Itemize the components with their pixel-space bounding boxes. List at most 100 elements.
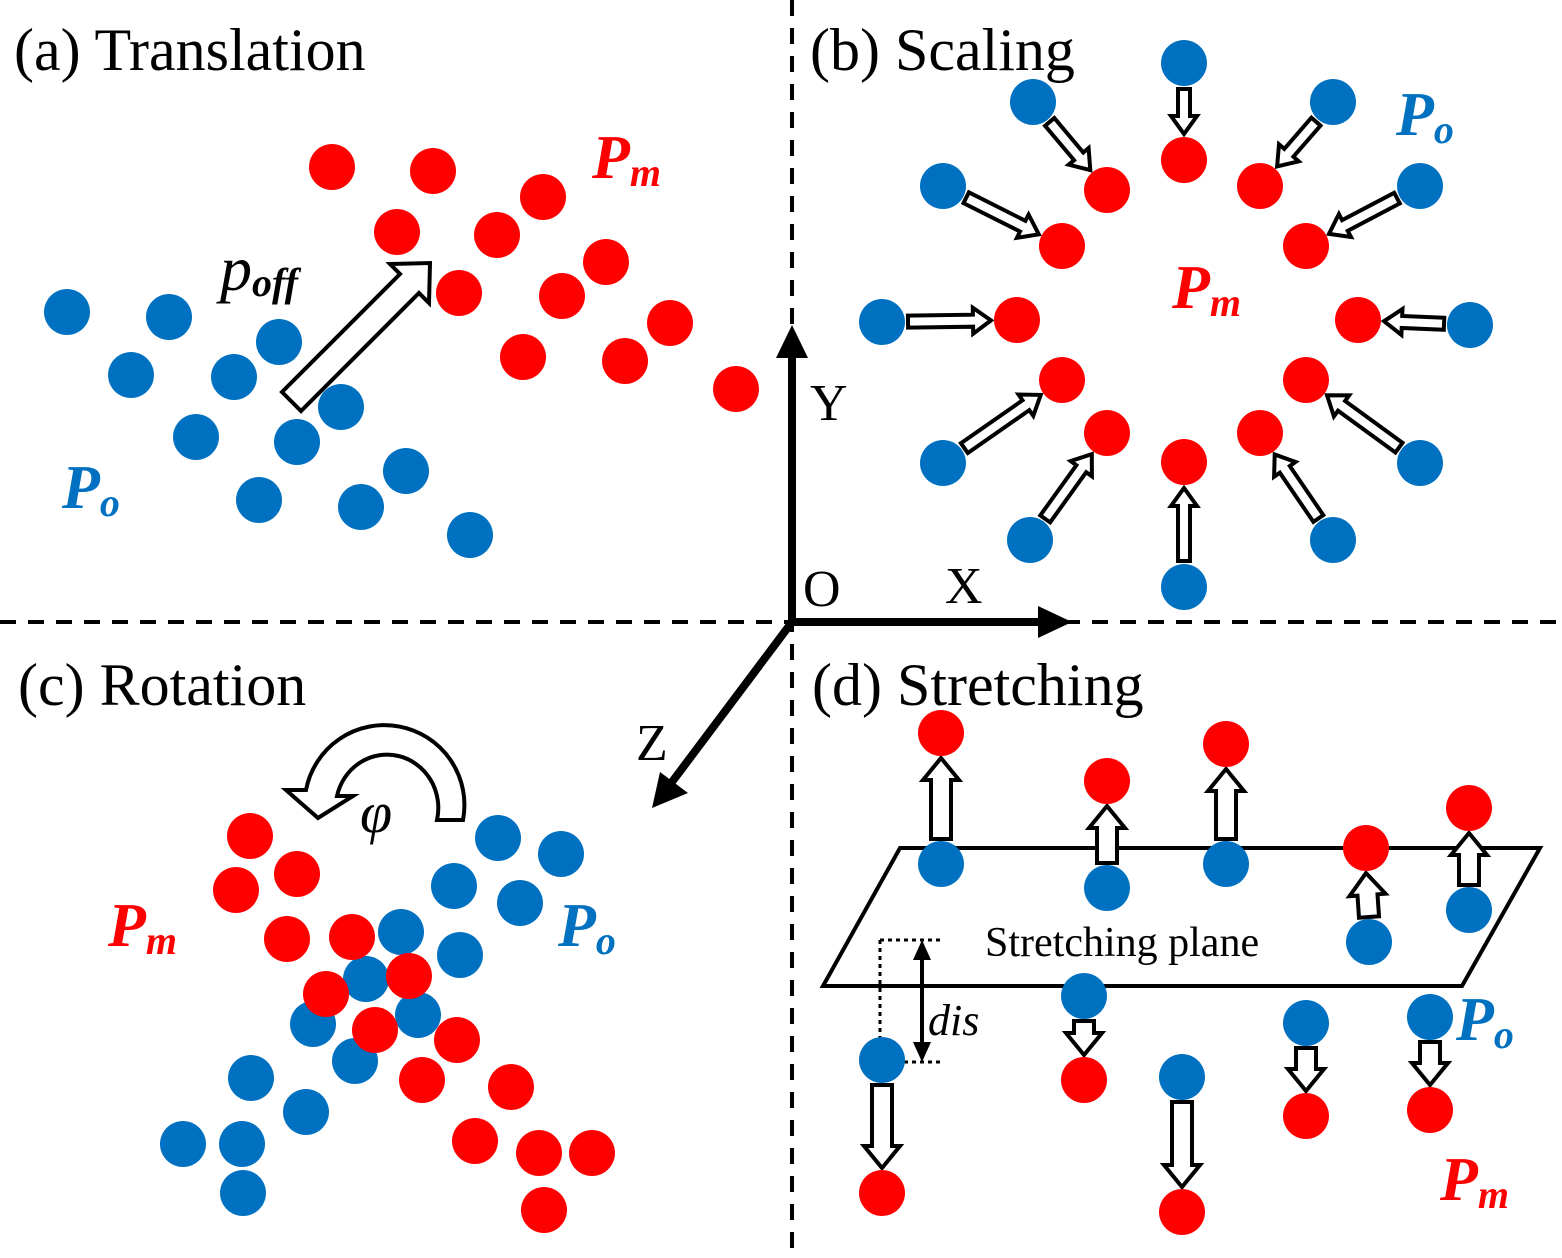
original-point xyxy=(228,1055,274,1101)
moved-point xyxy=(410,148,456,194)
original-point xyxy=(338,484,384,530)
translation-offset-arrow xyxy=(279,260,433,414)
panel-a-pm-label: Pm xyxy=(591,124,661,195)
scaled-point xyxy=(994,297,1040,343)
scaled-point xyxy=(1161,137,1207,183)
panel-d-po-label: Po xyxy=(1455,986,1514,1057)
original-point xyxy=(447,512,493,558)
original-point xyxy=(283,1089,329,1135)
original-point xyxy=(211,354,257,400)
original-point xyxy=(383,448,429,494)
x-axis-arrowhead xyxy=(1038,606,1072,638)
moved-point xyxy=(374,209,420,255)
stretched-point xyxy=(1446,785,1492,831)
moved-point xyxy=(647,300,693,346)
scaling-arrow xyxy=(1380,305,1447,339)
original-point xyxy=(146,294,192,340)
panel-c-points xyxy=(160,813,615,1233)
panel-b-title: (b) Scaling xyxy=(810,17,1075,83)
original-point xyxy=(1161,564,1207,610)
rotated-point xyxy=(264,916,310,962)
scaled-point xyxy=(1039,357,1085,403)
original-point xyxy=(920,163,966,209)
panel-b-points xyxy=(859,40,1493,610)
rotated-point xyxy=(213,867,259,913)
scaling-arrow xyxy=(1042,115,1093,173)
stretching-arrow xyxy=(1407,1040,1453,1089)
scaling-arrow xyxy=(1167,484,1201,563)
stretching-arrow xyxy=(1084,802,1130,865)
original-point xyxy=(1159,1054,1205,1100)
panel-b-po-label: Po xyxy=(1395,81,1454,152)
original-point xyxy=(220,1170,266,1216)
offset-label: poff xyxy=(216,233,302,305)
rotated-point xyxy=(516,1130,562,1176)
stretched-point xyxy=(1283,1093,1329,1139)
rotated-point xyxy=(352,1007,398,1053)
stretched-point xyxy=(1203,721,1249,767)
scaled-point xyxy=(1084,167,1130,213)
stretching-arrow xyxy=(1345,869,1390,920)
original-point xyxy=(1084,865,1130,911)
original-point xyxy=(1446,887,1492,933)
original-point xyxy=(859,299,905,345)
original-point xyxy=(497,880,543,926)
original-point xyxy=(1447,302,1493,348)
scaled-point xyxy=(1084,410,1130,456)
moved-point xyxy=(583,239,629,285)
moved-point xyxy=(474,212,520,258)
stretching-arrow xyxy=(1446,829,1492,887)
original-point xyxy=(1407,994,1453,1040)
original-point xyxy=(538,831,584,877)
stretching-arrow xyxy=(1283,1046,1329,1095)
moved-point xyxy=(713,366,759,412)
moved-point xyxy=(520,174,566,220)
original-point xyxy=(475,815,521,861)
original-point xyxy=(1161,40,1207,86)
scaling-arrow xyxy=(960,189,1042,241)
panel-b-pm-label: Pm xyxy=(1171,254,1241,325)
moved-point xyxy=(309,144,355,190)
scaling-arrow xyxy=(1167,87,1201,138)
stretching-arrow xyxy=(1203,765,1249,841)
rotated-point xyxy=(274,851,320,897)
original-point xyxy=(1397,163,1443,209)
panel-a-po-label: Po xyxy=(61,454,120,525)
panel-c-po-label: Po xyxy=(557,892,616,963)
origin-label: O xyxy=(803,561,841,618)
original-point xyxy=(343,956,389,1002)
rotation-angle-label: φ xyxy=(360,780,392,845)
stretching-plane-label: Stretching plane xyxy=(985,920,1259,966)
distance-label: dis xyxy=(928,996,979,1045)
original-point xyxy=(1310,517,1356,563)
original-point xyxy=(173,414,219,460)
original-point xyxy=(378,909,424,955)
moved-point xyxy=(539,273,585,319)
scaling-arrow xyxy=(958,392,1044,456)
rotated-point xyxy=(521,1187,567,1233)
original-point xyxy=(318,384,364,430)
z-axis xyxy=(668,619,796,785)
z-axis-arrowhead xyxy=(652,772,688,808)
moved-point xyxy=(436,270,482,316)
y-axis-arrowhead xyxy=(776,325,808,358)
scaling-arrow xyxy=(1271,451,1327,525)
stretched-point xyxy=(1159,1189,1205,1235)
rotated-point xyxy=(488,1064,534,1110)
original-point xyxy=(918,841,964,887)
moved-point xyxy=(500,334,546,380)
scaling-arrow xyxy=(1037,451,1094,526)
rotation-arrow xyxy=(280,723,467,822)
rotated-point xyxy=(569,1130,615,1176)
z-axis-label: Z xyxy=(636,715,668,772)
stretched-point xyxy=(859,1170,905,1216)
original-point xyxy=(1283,1000,1329,1046)
coordinate-axes: Y X Z O xyxy=(636,325,1072,808)
scaled-point xyxy=(1237,410,1283,456)
original-point xyxy=(859,1037,905,1083)
rotated-point xyxy=(399,1057,445,1103)
original-point xyxy=(1203,841,1249,887)
rotated-point xyxy=(329,914,375,960)
original-point xyxy=(236,477,282,523)
